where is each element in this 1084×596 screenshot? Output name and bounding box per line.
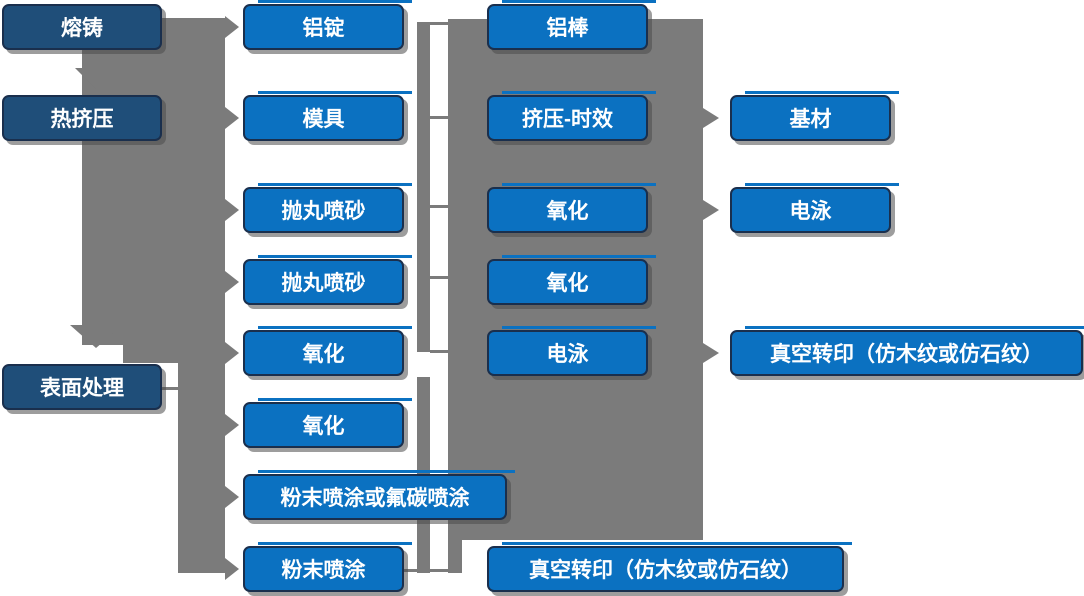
node-oxidation-4: 氧化: [487, 255, 656, 305]
right-arrow-icon: [225, 199, 239, 221]
node-oxidation-2: 氧化: [243, 398, 412, 448]
right-arrow-icon: [225, 271, 239, 293]
node-base-material: 基材: [730, 91, 899, 141]
link-line: [430, 22, 448, 25]
right-arrow-icon: [225, 486, 239, 508]
right-arrow-icon: [225, 16, 239, 38]
surface-treatment-band: [178, 363, 225, 573]
node-melting-casting: 熔铸: [2, 4, 162, 50]
node-oxidation-3: 氧化: [487, 183, 656, 233]
node-oxidation-1: 氧化: [243, 326, 412, 376]
node-mold: 模具: [243, 91, 412, 141]
node-aluminum-ingot: 铝锭: [243, 0, 412, 50]
right-arrow-icon: [225, 107, 239, 129]
link-line: [430, 205, 448, 208]
node-powder-or-fluorocarbon-coating: 粉末喷涂或氟碳喷涂: [243, 470, 515, 520]
left-band-lower-right: [123, 300, 225, 363]
right-arrow-icon: [225, 558, 239, 580]
down-arrow-icon: [70, 325, 123, 348]
node-electrophoresis-1: 电泳: [487, 326, 656, 376]
right-arrow-icon: [703, 200, 719, 220]
left-band: [82, 18, 225, 345]
middle-bar-upper: [417, 22, 430, 352]
node-vacuum-transfer-print-1: 真空转印（仿木纹或仿石纹）: [487, 542, 852, 592]
right-arrow-icon: [703, 343, 719, 363]
big-block-foot: [448, 540, 462, 573]
node-electrophoresis-2: 电泳: [730, 183, 899, 233]
node-surface-treatment: 表面处理: [2, 364, 162, 410]
right-arrow-icon: [225, 414, 239, 436]
node-shot-blasting-2: 抛丸喷砂: [243, 255, 412, 305]
right-arrow-icon: [225, 342, 239, 364]
link-line: [430, 276, 448, 279]
node-hot-extrusion: 热挤压: [2, 95, 162, 141]
surface-treatment-stub: [162, 387, 178, 390]
node-shot-blasting-1: 抛丸喷砂: [243, 183, 412, 233]
link-line: [430, 350, 448, 353]
right-arrow-icon: [703, 108, 719, 128]
down-arrow-icon: [75, 68, 118, 89]
link-line: [403, 569, 417, 572]
link-line: [430, 116, 448, 119]
link-line: [430, 569, 448, 572]
node-powder-coating: 粉末喷涂: [243, 542, 412, 592]
node-vacuum-transfer-print-2: 真空转印（仿木纹或仿石纹）: [730, 326, 1084, 376]
node-aluminum-rod: 铝棒: [487, 0, 656, 50]
node-extrusion-aging: 挤压-时效: [487, 91, 656, 141]
